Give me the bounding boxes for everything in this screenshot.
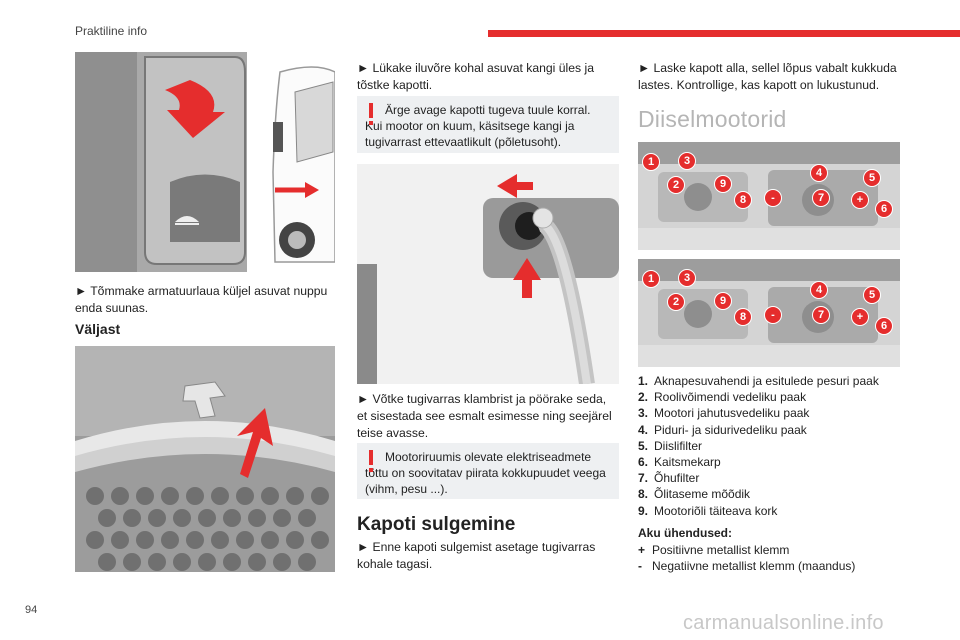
figure-support-rod <box>357 164 619 384</box>
callout-badge: 9 <box>714 292 732 310</box>
callout-badge: 4 <box>810 164 828 182</box>
warning-icon <box>369 103 373 125</box>
callout-badge: - <box>764 306 782 324</box>
callout-badge: 1 <box>642 270 660 288</box>
callout-badge: 7 <box>812 306 830 324</box>
list-item: 7.Õhufilter <box>638 471 700 486</box>
step-replace-rod: ► Enne kapoti sulgemist asetage tugivarr… <box>357 540 596 571</box>
figure-grille-release <box>75 346 335 572</box>
callout-badge: - <box>764 189 782 207</box>
list-item: 4.Piduri- ja sidurivedeliku paak <box>638 422 807 437</box>
list-item: 6.Kaitsmekarp <box>638 455 721 470</box>
step-lower-hood: ► Laske kapott alla, sellel lõpus vabalt… <box>638 61 897 92</box>
callout-badge: 2 <box>667 176 685 194</box>
callout-badge: 5 <box>863 286 881 304</box>
page-header-title: Praktiline info <box>75 24 148 38</box>
callout-badge: 7 <box>812 189 830 207</box>
step-lift-lever: ► Lükake iluvõre kohal asuvat kangi üles… <box>357 61 594 92</box>
list-item: -Negatiivne metallist klemm (maandus) <box>638 559 856 574</box>
header-accent-bar <box>488 30 960 37</box>
heading-diesel: Diiselmootorid <box>638 106 787 132</box>
step-pull-lever: ► Tõmmake armatuurlaua küljel asuvat nup… <box>75 284 328 315</box>
component-list: 1.Aknapesuvahendi ja esitulede pesuri pa… <box>638 373 900 519</box>
list-item: 2.Roolivõimendi vedeliku paak <box>638 390 807 405</box>
list-item: 8.Õlitaseme mõõdik <box>638 487 751 502</box>
warning-icon <box>369 450 373 472</box>
list-item: 3.Mootori jahutusvedeliku paak <box>638 406 810 421</box>
arrow-icon <box>513 258 541 298</box>
callout-badge: + <box>851 191 869 209</box>
heading-closing: Kapoti sulgemine <box>357 514 516 535</box>
warning-box-wind: Ärge avage kapotti tugeva tuule korral. … <box>357 96 619 153</box>
callout-badge: 8 <box>734 308 752 326</box>
list-item: 1.Aknapesuvahendi ja esitulede pesuri pa… <box>638 374 879 388</box>
callout-badge: 3 <box>678 152 696 170</box>
callout-badge: + <box>851 308 869 326</box>
list-item: +Positiivne metallist klemm <box>638 543 790 557</box>
callout-badge: 6 <box>875 317 893 335</box>
battery-list: +Positiivne metallist klemm -Negatiivne … <box>638 542 855 574</box>
list-item: 9.Mootoriõli täiteava kork <box>638 503 778 518</box>
hood-icon <box>175 216 199 225</box>
arrow-icon <box>165 80 225 138</box>
step-rod-insert: ► Võtke tugivarras klambrist ja pöörake … <box>357 392 612 440</box>
warning-box-water: Mootoriruumis olevate elektriseadmete tõ… <box>357 443 619 499</box>
callout-badge: 3 <box>678 269 696 287</box>
arrow-icon <box>237 408 273 478</box>
battery-title: Aku ühendused: <box>638 526 733 540</box>
callout-badge: 1 <box>642 153 660 171</box>
callout-badge: 4 <box>810 281 828 299</box>
callout-badge: 9 <box>714 175 732 193</box>
figure-interior-release <box>75 52 335 272</box>
callout-badge: 8 <box>734 191 752 209</box>
page-number: 94 <box>25 604 38 616</box>
callout-badge: 6 <box>875 200 893 218</box>
watermark: carmanualsonline.info <box>683 612 884 634</box>
callout-badge: 5 <box>863 169 881 187</box>
callout-badge: 2 <box>667 293 685 311</box>
list-item: 5.Diislifilter <box>638 438 702 453</box>
arrow-icon <box>497 174 533 198</box>
heading-outside: Väljast <box>75 321 121 337</box>
